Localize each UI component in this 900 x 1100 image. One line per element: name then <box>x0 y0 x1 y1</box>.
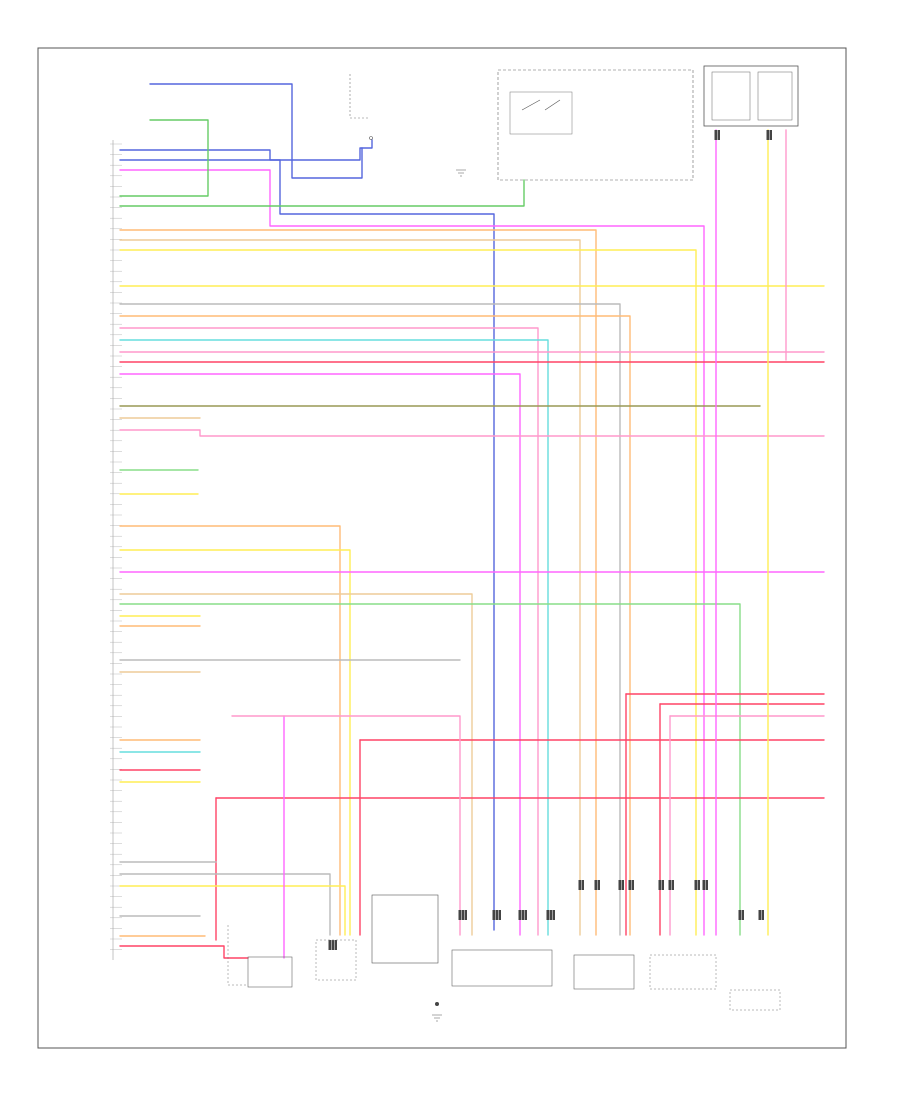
wire-green <box>119 179 525 207</box>
wire-pink <box>231 715 461 936</box>
wire-orange <box>119 315 631 936</box>
pin-connector <box>518 910 521 920</box>
ground-symbol-bottom <box>432 1014 442 1022</box>
wire-blue <box>119 159 495 931</box>
pin-connector <box>766 130 769 140</box>
pin-connector <box>628 880 631 890</box>
wire-yellow <box>119 549 351 936</box>
pin-connector <box>714 130 717 140</box>
ground-symbol-top <box>456 169 466 177</box>
wire-green <box>119 119 209 197</box>
pin-connector <box>458 910 461 920</box>
wire-yellow <box>119 249 697 936</box>
pin-connector <box>498 910 501 920</box>
pin-connector <box>761 910 764 920</box>
pin-connector <box>697 880 700 890</box>
sensor-1-bracket <box>227 925 248 986</box>
pin-connector <box>702 880 705 890</box>
pin-connector <box>631 880 634 890</box>
pin-connector <box>618 880 621 890</box>
pin-connector <box>594 880 597 890</box>
pin-connector <box>741 910 744 920</box>
pin-connector <box>668 880 671 890</box>
wire-blue <box>119 139 373 161</box>
fuse-element-1 <box>711 71 751 121</box>
pin-connector <box>334 940 337 950</box>
splice-point-bottom <box>435 1002 439 1006</box>
pin-connector <box>717 130 720 140</box>
pin-connector <box>769 130 772 140</box>
pin-connector <box>521 910 524 920</box>
pin-connector <box>597 880 600 890</box>
pin-connector <box>328 940 331 950</box>
component-sensor-5 <box>573 954 635 990</box>
wire-yellow <box>119 885 346 936</box>
wire-magenta <box>119 169 705 936</box>
wire-magenta <box>119 373 521 936</box>
pin-connector <box>705 880 708 890</box>
pin-connector <box>524 910 527 920</box>
fuse-element-2 <box>757 71 793 121</box>
pin-connector <box>671 880 674 890</box>
wire-gray <box>119 303 621 936</box>
diagram-border <box>37 47 847 1049</box>
wire-red <box>119 945 249 959</box>
pin-connector <box>694 880 697 890</box>
wire-gray <box>119 873 331 936</box>
pin-connector <box>464 910 467 920</box>
components-layer <box>227 65 799 1022</box>
pin-connector <box>658 880 661 890</box>
pin-connector <box>661 880 664 890</box>
wire-tan <box>119 593 473 936</box>
pin-connector <box>738 910 741 920</box>
sensor-symbol-top <box>349 74 370 119</box>
component-sensor-4 <box>451 949 553 987</box>
pin-connector <box>492 910 495 920</box>
pin-connector <box>621 880 624 890</box>
pin-connector <box>495 910 498 920</box>
pin-connector <box>461 910 464 920</box>
relay-box-top <box>497 69 694 181</box>
wire-pink <box>119 327 539 936</box>
wire-pink <box>119 429 825 437</box>
fuse-block-top-right <box>703 65 799 127</box>
pin-connector <box>549 910 552 920</box>
component-module-3 <box>371 894 439 964</box>
sensor-terminal <box>369 136 373 140</box>
pin-connector <box>578 880 581 890</box>
pin-connector <box>331 940 334 950</box>
wire-orange <box>119 229 597 936</box>
relay-inner-box <box>509 91 573 135</box>
wires-layer <box>119 83 825 959</box>
pin-connector <box>552 910 555 920</box>
component-sensor-7 <box>729 989 781 1011</box>
wire-blue <box>149 83 363 179</box>
component-sensor-1 <box>247 956 293 988</box>
pin-connector <box>581 880 584 890</box>
component-sensor-6 <box>649 954 717 990</box>
wire-tan <box>119 239 581 936</box>
pin-connector <box>758 910 761 920</box>
relay-switch-symbol <box>521 99 561 111</box>
component-sensor-2 <box>315 939 357 981</box>
wire-lightgreen <box>119 603 741 936</box>
wire-cyan <box>119 339 549 936</box>
pin-connector <box>546 910 549 920</box>
